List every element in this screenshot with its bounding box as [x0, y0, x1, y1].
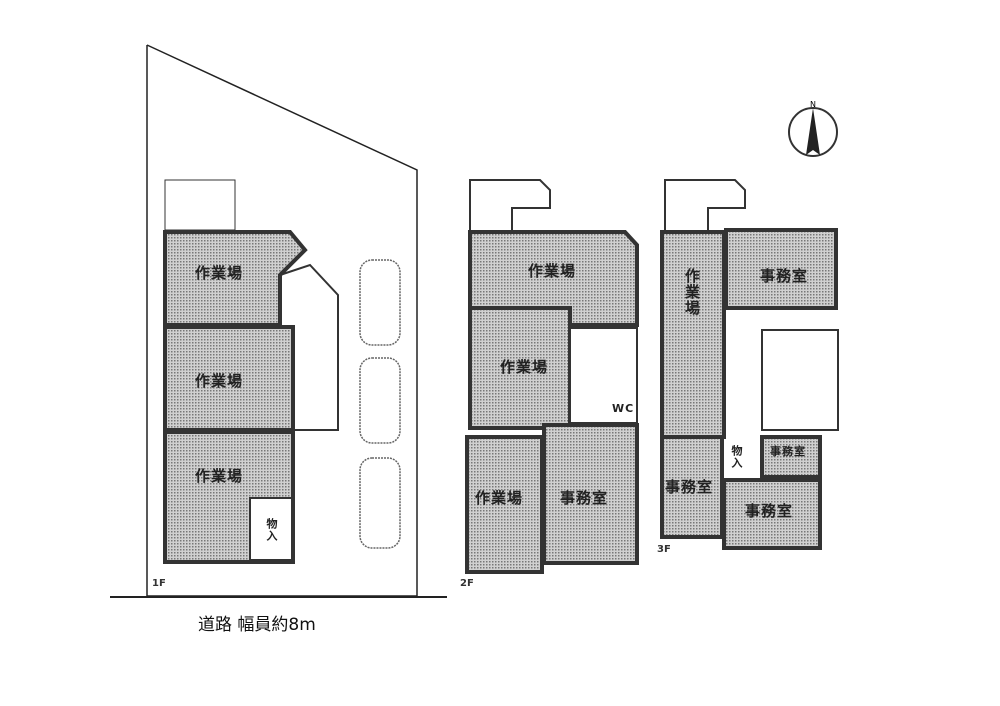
compass-icon	[788, 107, 838, 157]
room-label: 事務室	[770, 445, 806, 458]
floor-label: 3F	[657, 544, 671, 555]
floor-1f	[163, 179, 339, 564]
room-label: 作業場	[475, 489, 524, 507]
room-label: 事務室	[560, 489, 609, 507]
room-label: 事務室	[665, 478, 714, 496]
parked-cars	[359, 259, 401, 549]
floor-label: 1F	[152, 578, 166, 589]
room-label: 物入	[265, 518, 278, 542]
room-label: 作業場	[195, 372, 244, 390]
room-label: 作業場	[500, 358, 549, 376]
floor-label: 2F	[460, 578, 474, 589]
floor-2f	[465, 179, 639, 574]
compass-label: N	[810, 100, 816, 109]
room-label: 作業場	[683, 268, 701, 316]
room-label: 作業場	[528, 262, 577, 280]
room-label: 事務室	[760, 267, 809, 285]
site-boundary	[110, 44, 447, 598]
room-label: 作業場	[195, 467, 244, 485]
room-label: WC	[612, 402, 635, 415]
floor-3f	[660, 179, 839, 550]
room-label: 作業場	[195, 264, 244, 282]
room-label: 物入	[730, 445, 743, 469]
room-label: 事務室	[745, 502, 794, 520]
road-width-label: 道路 幅員約8m	[198, 615, 316, 635]
